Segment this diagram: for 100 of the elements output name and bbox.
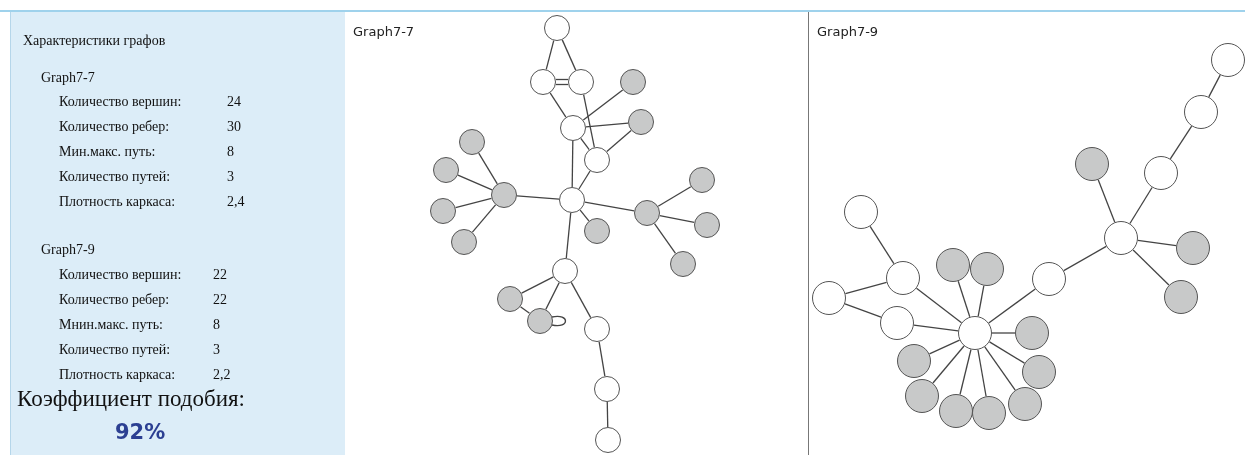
graph-vertex xyxy=(559,187,585,213)
graph-edge xyxy=(1132,249,1170,286)
graph-edge xyxy=(959,348,972,396)
info-panel xyxy=(10,12,345,455)
graph-edge xyxy=(561,39,577,71)
graph-edge xyxy=(932,345,965,384)
graph-vertex-filled xyxy=(628,109,654,135)
graph-edge xyxy=(657,186,692,207)
stat-text: 30 xyxy=(227,118,241,136)
stat-text: Количество ребер: xyxy=(59,291,170,309)
graph-vertex-filled xyxy=(970,252,1004,286)
graph-edge xyxy=(570,281,592,319)
graph-edge xyxy=(520,276,555,294)
graph-edge xyxy=(565,212,572,259)
graph-edge xyxy=(549,92,567,118)
graph-edge xyxy=(580,137,590,151)
graph-vertex-filled xyxy=(897,344,931,378)
graph-vertex-filled xyxy=(936,248,970,282)
graph-edge xyxy=(598,341,606,377)
graph-edge xyxy=(977,349,987,397)
graph-vertex xyxy=(584,147,610,173)
graph-edge xyxy=(606,401,609,428)
graph-edge xyxy=(516,195,560,200)
graph-vertex-filled xyxy=(972,396,1006,430)
graph-vertex-filled xyxy=(1015,316,1049,350)
panel-title: Характеристики графов xyxy=(23,32,166,50)
panel-heading: Graph7-9 xyxy=(817,24,879,39)
graph-vertex xyxy=(584,316,610,342)
graph-edge xyxy=(1137,239,1177,247)
graph-edge xyxy=(1129,186,1153,225)
graph-vertex-filled xyxy=(459,129,485,155)
stat-text: 8 xyxy=(227,143,234,161)
stat-text: Количество вершин: xyxy=(59,93,182,111)
graph-vertex-filled xyxy=(1176,231,1210,265)
graph-vertex xyxy=(844,195,878,229)
graph-vertex xyxy=(594,376,620,402)
graph-edge xyxy=(1208,74,1221,98)
graph-edge xyxy=(457,174,493,191)
stat-text: 2,4 xyxy=(227,193,245,211)
stat-text: Плотность каркаса: xyxy=(59,366,176,384)
similarity-value: 92% xyxy=(115,419,166,446)
graph-vertex-filled xyxy=(433,157,459,183)
graph-vertex xyxy=(544,15,570,41)
stat-text: Мин.макс. путь: xyxy=(59,143,156,161)
graph-vertex-filled xyxy=(430,198,456,224)
graph-edge xyxy=(977,285,985,317)
graph-name: Graph7-9 xyxy=(41,241,95,259)
stat-text: 3 xyxy=(213,341,220,359)
graph-vertex xyxy=(595,427,621,453)
graph-edge xyxy=(1063,245,1107,272)
graph-edge xyxy=(1097,179,1116,223)
graph-edge xyxy=(984,346,1016,391)
graph-vertex-filled xyxy=(634,200,660,226)
graph-edge xyxy=(579,209,590,222)
graph-edge xyxy=(844,281,888,295)
graph-edge xyxy=(582,94,596,148)
panel-heading: Graph7-7 xyxy=(353,24,415,39)
stat-text: Количество вершин: xyxy=(59,266,182,284)
graph-vertex-filled xyxy=(1022,355,1056,389)
graph-vertex xyxy=(1144,156,1178,190)
graph-edge xyxy=(915,287,963,324)
graph-name: Graph7-7 xyxy=(41,69,95,87)
graph-vertex-filled xyxy=(451,229,477,255)
stat-text: Количество путей: xyxy=(59,341,171,359)
graph-edge xyxy=(519,306,531,314)
graph-edge xyxy=(988,341,1026,364)
graph-edge xyxy=(913,324,959,332)
graph-edge xyxy=(551,315,567,327)
graph-edge xyxy=(478,152,498,185)
graph-vertex xyxy=(560,115,586,141)
graph-edge xyxy=(1169,125,1193,160)
stat-text: 22 xyxy=(213,266,227,284)
graph-vertex xyxy=(880,306,914,340)
graph-vertex-filled xyxy=(584,218,610,244)
graph-edge xyxy=(957,280,971,318)
graph-vertex xyxy=(886,261,920,295)
graph-edge xyxy=(584,201,635,212)
graph-vertex-filled xyxy=(694,212,720,238)
graph-edge xyxy=(988,288,1036,324)
graph-vertex-filled xyxy=(491,182,517,208)
graph-vertex-filled xyxy=(939,394,973,428)
graph-edge xyxy=(454,197,493,209)
graph-vertex xyxy=(1184,95,1218,129)
graph-edge xyxy=(928,339,961,355)
graph-vertex xyxy=(1104,221,1138,255)
graph-vertex-filled xyxy=(670,251,696,277)
stat-text: 24 xyxy=(227,93,241,111)
graph-edge xyxy=(991,332,1016,334)
graph-vertex xyxy=(812,281,846,315)
graph-vertex xyxy=(530,69,556,95)
graph-edge xyxy=(578,170,591,190)
stat-text: 2,2 xyxy=(213,366,231,384)
graph-vertex-filled xyxy=(905,379,939,413)
graph-vertex xyxy=(1211,43,1245,77)
graph-edge xyxy=(582,89,624,121)
graph-vertex-filled xyxy=(1164,280,1198,314)
stat-text: Количество ребер: xyxy=(59,118,170,136)
graph-edge xyxy=(555,78,569,81)
stat-text: 22 xyxy=(213,291,227,309)
graph-vertex-filled xyxy=(527,308,553,334)
